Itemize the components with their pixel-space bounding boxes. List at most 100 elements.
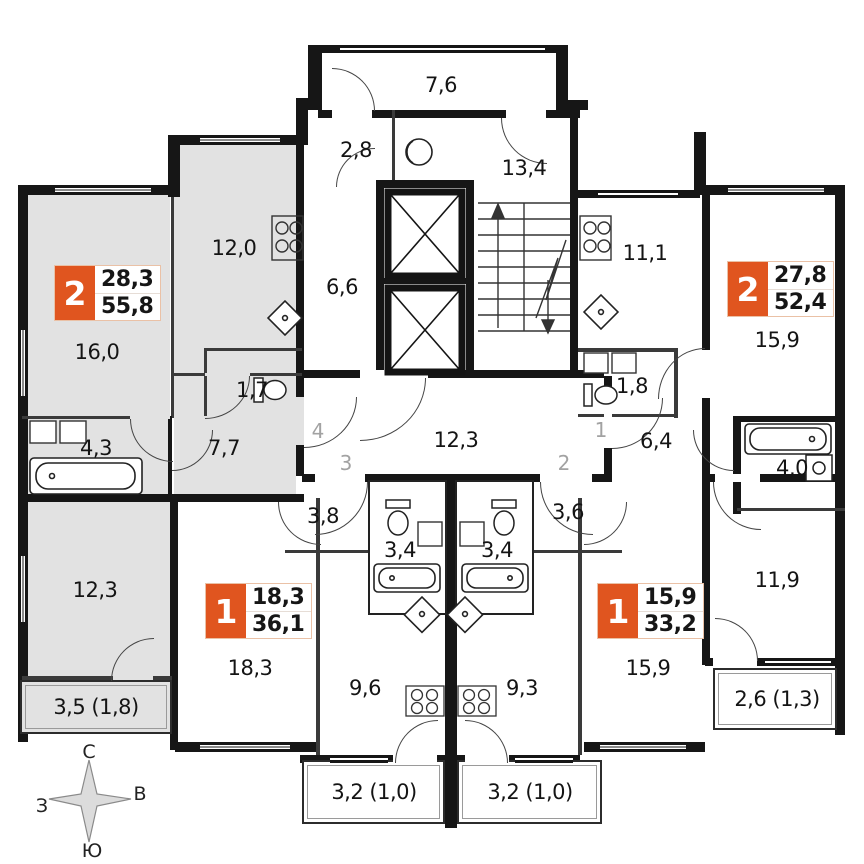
badge-total-area: 52,4 (774, 289, 827, 315)
bathtub-icon (744, 423, 832, 455)
badge-total-area: 36,1 (252, 611, 305, 637)
elevator-icon (384, 188, 466, 280)
badge-room-count: 1 (206, 584, 246, 638)
badge-total-area: 33,2 (644, 611, 697, 637)
area-label-hall-d: 3,6 (552, 500, 584, 524)
area-label-balcony-d: 3,2 (1,0) (487, 780, 573, 804)
stove-icon (405, 685, 445, 717)
door-gap (506, 110, 546, 118)
wall (556, 100, 588, 110)
area-label-balcony-c: 3,2 (1,0) (331, 780, 417, 804)
area-label-bath-b: 4,0 (776, 456, 808, 480)
wall (316, 498, 320, 755)
window (515, 755, 573, 763)
wall (702, 185, 710, 665)
wall (392, 110, 395, 188)
wall (376, 180, 474, 188)
toilet-icon (385, 499, 411, 536)
wall (578, 348, 678, 352)
door-gap (315, 474, 365, 482)
badge-living-area: 15,9 (638, 585, 704, 612)
compass-east-label: В (133, 783, 147, 805)
wall (737, 508, 845, 511)
window (340, 45, 545, 53)
badge-room-count: 2 (55, 266, 95, 320)
area-label-living-a: 16,0 (74, 340, 120, 364)
elevator-icon (384, 284, 466, 376)
balcony-a (20, 680, 172, 734)
area-label-stair-landing: 13,4 (501, 156, 547, 180)
apartment-badge-two-room-right: 2 27,8 52,4 (728, 262, 834, 316)
wall (308, 45, 322, 110)
unit-number-4: 4 (311, 419, 325, 443)
washbasin-icon (805, 454, 833, 482)
wall (296, 98, 308, 145)
wall (170, 494, 178, 750)
unit-number-1: 1 (594, 418, 608, 442)
wall (694, 132, 706, 190)
wall (296, 140, 304, 476)
stove-icon (457, 685, 497, 717)
wall (22, 676, 172, 680)
washing-machine-icon (29, 420, 87, 444)
badge-room-count: 2 (728, 262, 768, 316)
wall (171, 197, 174, 418)
area-label-hall-b: 6,4 (640, 429, 672, 453)
door-gap (702, 350, 710, 398)
area-label-living-d: 15,9 (625, 656, 671, 680)
area-label-hall-a: 7,7 (208, 436, 240, 460)
wall (466, 188, 474, 376)
wall (22, 416, 172, 419)
door-gap (130, 416, 170, 419)
compass-south-label: Ю (81, 840, 103, 862)
badge-total-area: 55,8 (101, 293, 154, 319)
compass-rose-icon (48, 759, 132, 843)
bathtub-icon (461, 563, 529, 593)
wall (204, 348, 302, 351)
area-label-corridor: 12,3 (433, 428, 479, 452)
wall (733, 416, 741, 514)
stove-icon (271, 215, 304, 261)
area-label-lift-lobby: 6,6 (326, 275, 358, 299)
area-label-bath-a: 4,3 (80, 436, 112, 460)
window (765, 658, 831, 666)
wall (835, 185, 845, 670)
wall (376, 188, 384, 376)
wall (384, 278, 466, 284)
area-label-bath-c: 3,4 (384, 538, 416, 562)
window (200, 135, 280, 145)
area-label-wc-a: 1,7 (236, 378, 268, 402)
stairs-icon (478, 202, 570, 335)
door-gap (715, 474, 760, 482)
wall (570, 118, 578, 376)
window (200, 742, 290, 752)
area-label-bath-d: 3,4 (481, 538, 513, 562)
wall (168, 135, 180, 197)
bathtub-icon (29, 457, 143, 495)
area-label-kitchen-d: 9,3 (506, 676, 538, 700)
area-label-wc-b: 1,8 (616, 374, 648, 398)
toilet-icon (583, 383, 618, 407)
toilet-icon (491, 499, 517, 536)
area-label-kitchen-a: 12,0 (211, 236, 257, 260)
badge-living-area: 18,3 (246, 585, 312, 612)
wall (445, 762, 457, 828)
balcony-b (713, 668, 837, 730)
area-label-living-c: 18,3 (227, 656, 273, 680)
unit-number-2: 2 (557, 451, 571, 475)
area-label-balcony-b: 2,6 (1,3) (734, 687, 820, 711)
toilet-icon (253, 377, 287, 403)
door-gap (713, 658, 757, 666)
area-label-living-b: 15,9 (754, 328, 800, 352)
wall (737, 416, 845, 422)
wall (578, 498, 582, 755)
kitchen-sink-icon (582, 293, 620, 331)
apartment-badge-two-room-left: 2 28,3 55,8 (55, 266, 161, 320)
wall (18, 494, 304, 502)
area-label-hall-c: 3,8 (307, 504, 339, 528)
badge-living-area: 28,3 (95, 267, 161, 294)
window (728, 185, 824, 195)
apartment-badge-one-room-right: 1 15,9 33,2 (598, 584, 704, 638)
apartment-badge-one-room-left: 1 18,3 36,1 (206, 584, 312, 638)
